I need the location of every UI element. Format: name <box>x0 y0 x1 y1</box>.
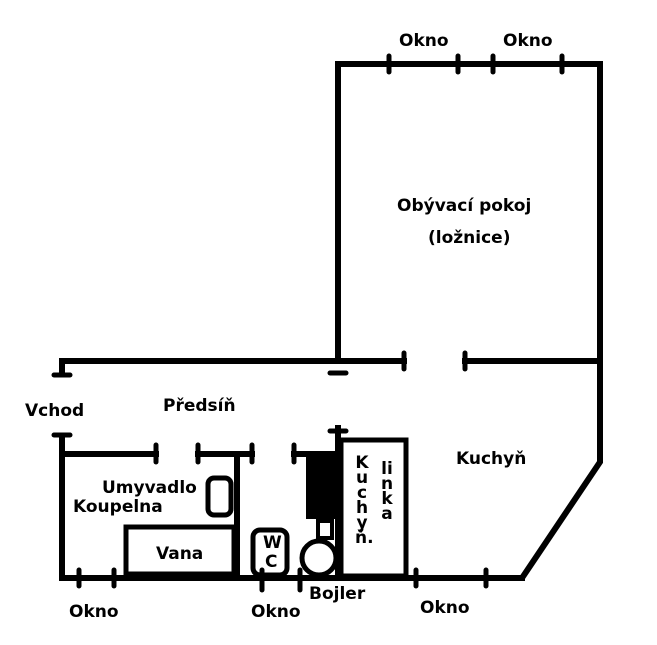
room-label-hallway: Předsíň <box>163 396 236 416</box>
room-label-living-sub: (ložnice) <box>428 228 511 248</box>
room-label-kitchen: Kuchyň <box>456 449 527 469</box>
bathtub-label: Vana <box>156 544 204 564</box>
boiler-icon <box>299 538 339 578</box>
window-label-top-1: Okno <box>399 31 449 51</box>
room-label-bathroom: Koupelna <box>73 497 163 517</box>
sink-label: Umyvadlo <box>102 478 197 498</box>
kitchen-counter <box>338 437 409 579</box>
window-label-wc: Okno <box>251 602 301 622</box>
kitchen-counter-label-b: linka <box>380 459 394 524</box>
sink-icon <box>205 475 234 518</box>
window-label-top-2: Okno <box>503 31 553 51</box>
entrance-label: Vchod <box>25 401 85 421</box>
wall-hallway-top <box>59 358 407 377</box>
boiler-connector <box>316 519 334 540</box>
bathtub-icon <box>123 524 237 577</box>
window-label-kitchen: Okno <box>420 598 470 618</box>
boiler-label: Bojler <box>309 584 366 604</box>
chimney-block <box>306 453 336 519</box>
room-label-living: Obývací pokoj <box>397 196 532 216</box>
kitchen-counter-label-a: Kuchyň. <box>355 453 374 548</box>
wc-label-top: W <box>263 533 282 553</box>
wc-label-bottom: C <box>265 552 278 572</box>
window-label-bath: Okno <box>69 602 119 622</box>
